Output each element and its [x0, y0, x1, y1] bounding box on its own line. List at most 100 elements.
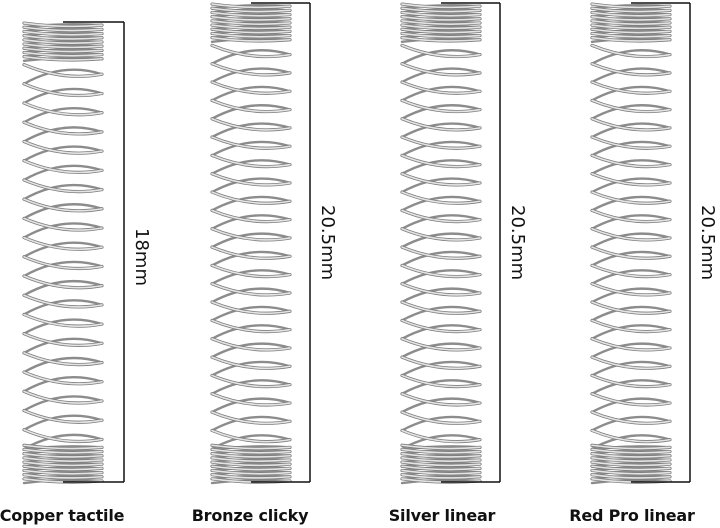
coil-front-strand: [401, 28, 481, 34]
coil-front-strand: [591, 32, 671, 38]
coil-front-strand: [23, 469, 103, 475]
coil-front-strand: [591, 469, 671, 475]
coil-front-strand: [211, 3, 291, 9]
coil-back-strand: [210, 159, 292, 175]
coil-front-strand: [23, 465, 103, 471]
coil-back-strand: [210, 269, 292, 285]
coil-front-strand: [211, 448, 291, 454]
coil-front-strand: [23, 43, 103, 49]
coil-front-strand: [591, 154, 671, 168]
coil-back-strand: [210, 195, 292, 212]
coil-back-strand: [400, 250, 482, 267]
coil-back-strand: [22, 299, 104, 316]
coil-back-strand: [400, 122, 482, 139]
coil-front-strand: [211, 44, 291, 58]
coil-front-strand: [211, 24, 291, 30]
caption-silver-linear: Silver linear: [388, 506, 496, 525]
coil-front-strand: [211, 32, 291, 38]
coil-front-strand: [401, 392, 481, 406]
coil-front-strand: [211, 62, 291, 76]
coil-front-strand: [211, 15, 291, 21]
coil-front-strand: [23, 461, 103, 467]
coil-front-strand: [591, 3, 671, 9]
coil-front-strand: [211, 282, 291, 296]
coil-front-strand: [211, 227, 291, 241]
coil-front-strand: [401, 191, 481, 205]
coil-back-strand: [22, 356, 104, 374]
coil-front-strand: [401, 62, 481, 76]
coil-front-strand: [23, 444, 103, 450]
coil-back-strand: [22, 126, 104, 143]
coil-front-strand: [211, 469, 291, 475]
spring-silver-linear: 20.5mm: [400, 2, 528, 485]
coil-front-strand: [23, 256, 103, 270]
coil-front-strand: [23, 352, 103, 366]
coil-front-strand: [23, 217, 103, 231]
coil-front-strand: [591, 28, 671, 34]
coil-front-strand: [591, 457, 671, 462]
coil-back-strand: [22, 68, 104, 86]
coil-front-strand: [401, 11, 481, 17]
coil-front-strand: [211, 246, 291, 260]
coil-front-strand: [23, 294, 103, 308]
coil-front-strand: [211, 374, 291, 388]
coil-front-strand: [401, 154, 481, 168]
coil-front-strand: [401, 473, 481, 479]
coil-back-strand: [400, 159, 482, 175]
coil-back-strand: [22, 279, 104, 297]
coil-front-strand: [401, 172, 481, 186]
coil-front-strand: [401, 15, 481, 21]
coil-back-strand: [22, 145, 104, 162]
coil-front-strand: [211, 36, 291, 42]
coil-front-strand: [211, 81, 291, 95]
coil-front-strand: [401, 319, 481, 333]
coil-back-strand: [22, 183, 104, 201]
coil-front-strand: [591, 20, 671, 25]
coil-front-strand: [401, 20, 481, 25]
coil-front-strand: [211, 319, 291, 333]
coil-front-strand: [23, 452, 103, 458]
coil-front-strand: [401, 99, 481, 113]
spring-coils: [590, 2, 672, 485]
coil-front-strand: [23, 457, 103, 462]
coil-back-strand: [400, 67, 482, 84]
coil-back-strand: [22, 395, 104, 412]
coil-front-strand: [211, 356, 291, 370]
coil-back-strand: [400, 195, 482, 212]
coil-front-strand: [23, 102, 103, 116]
coil-front-strand: [591, 44, 671, 58]
coil-front-strand: [23, 448, 103, 454]
coil-back-strand: [210, 305, 292, 322]
coil-front-strand: [591, 452, 671, 458]
spring-red-pro-linear: 20.5mm: [590, 2, 718, 485]
coil-back-strand: [590, 159, 672, 175]
coil-front-strand: [591, 392, 671, 406]
coil-front-strand: [211, 411, 291, 425]
coil-front-strand: [23, 236, 103, 251]
coil-front-strand: [401, 461, 481, 467]
coil-back-strand: [590, 415, 672, 432]
coil-front-strand: [211, 264, 291, 278]
coil-front-strand: [23, 22, 103, 28]
coil-front-strand: [591, 209, 671, 223]
coil-back-strand: [210, 67, 292, 84]
coil-front-strand: [23, 51, 103, 57]
coil-front-strand: [401, 36, 481, 42]
coil-back-strand: [590, 379, 672, 395]
coil-front-strand: [401, 444, 481, 450]
coil-back-strand: [400, 104, 482, 120]
coil-front-strand: [401, 24, 481, 30]
coil-front-strand: [23, 63, 103, 78]
coil-front-strand: [211, 99, 291, 113]
coil-back-strand: [590, 177, 672, 194]
coil-front-strand: [401, 32, 481, 38]
coil-back-strand: [590, 67, 672, 84]
coil-front-strand: [23, 39, 103, 44]
coil-front-strand: [23, 275, 103, 289]
coil-back-strand: [210, 214, 292, 230]
coil-back-strand: [22, 376, 104, 393]
coil-back-strand: [210, 140, 292, 157]
coil-back-strand: [22, 241, 104, 259]
coil-back-strand: [590, 287, 672, 304]
coil-back-strand: [590, 269, 672, 285]
